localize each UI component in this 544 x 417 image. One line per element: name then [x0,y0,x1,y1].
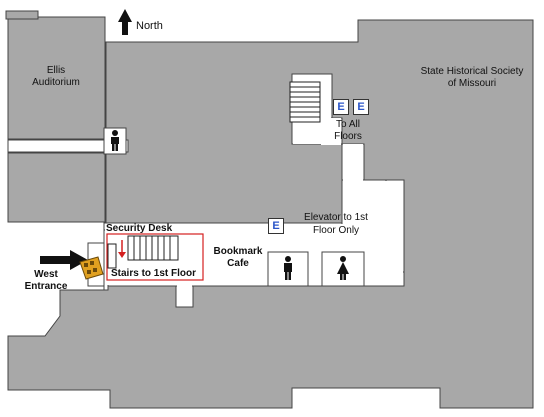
restroom-male-icon [284,256,292,280]
stairs-icon [289,81,321,123]
ellis-auditorium-label-line1: Ellis [46,65,66,76]
elevator-icon-all-floors-1: E [333,99,349,115]
security-desk-icon [107,240,126,269]
to-all-floors-label-line2: Floors [334,131,362,142]
restroom-female-icon [337,256,349,280]
shsm-label-line1: State Historical Society [420,66,524,77]
north-label: North [136,20,163,32]
elevator-first-floor-label-line2: Floor Only [312,225,360,236]
elevator-icon-all-floors-2: E [353,99,369,115]
ellis-auditorium-room [7,16,106,223]
entrance-door-icon [79,256,104,280]
west-entrance-label-line1: West [34,269,58,280]
shsm-label-line2: of Missouri [447,78,497,89]
cafe-label-line1: Bookmark [213,246,263,257]
west-entrance-label-line2: Entrance [24,281,68,292]
cafe-label-line2: Cafe [227,258,249,269]
north-arrow-icon [118,9,132,35]
entrance-arrow-icon [40,250,88,270]
ellis-auditorium-label-line2: Auditorium [32,77,80,88]
elevator-icon-first-floor: E [268,218,284,234]
to-all-floors-label-line1: To All [336,119,360,130]
stairs-first-floor-label: Stairs to 1st Floor [111,268,197,279]
restroom-male-icon-ellis [111,130,119,151]
small-tab [5,10,39,20]
elevator-first-floor-label-line1: Elevator to 1st [304,212,368,223]
security-desk-label: Security Desk [106,223,173,234]
building-footprint [7,19,534,409]
stairs-first-floor-icon [106,233,204,281]
